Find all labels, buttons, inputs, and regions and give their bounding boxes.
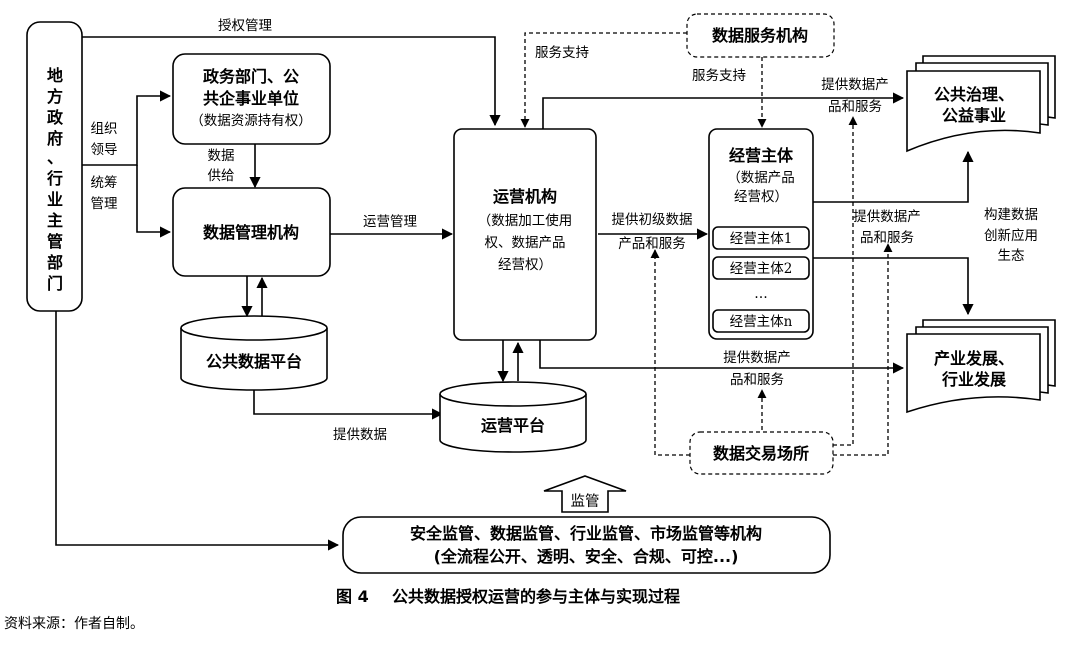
local-government-node: 地 方 政 府 、 行 业 主 管 部 门 <box>26 21 83 312</box>
provide-top-label: 提供数据产 <box>821 77 889 93</box>
business-line2: 经营权） <box>734 188 788 205</box>
data-supply-label: 供给 <box>208 168 235 184</box>
op-platform-label: 运营平台 <box>481 416 545 435</box>
business-item-box <box>712 226 810 250</box>
local-gov-char: 府 <box>47 129 63 148</box>
source-note: 资料来源：作者自制。 <box>4 616 144 632</box>
edge-exchange-top <box>833 116 858 446</box>
public-platform-label: 公共数据平台 <box>206 352 302 371</box>
gov-units-line2: 共企事业单位 <box>203 89 299 108</box>
public-data-platform-node: 公共数据平台 <box>180 315 328 391</box>
ecosystem-label: 创新应用 <box>984 227 1038 244</box>
provide-mid-label: 品和服务 <box>860 230 914 246</box>
business-entity-node: 经营主体 （数据产品 经营权） 经营主体1 经营主体2 … 经营主体n <box>708 128 814 340</box>
ecosystem-label: 构建数据 <box>984 207 1038 223</box>
local-gov-char: 业 <box>47 190 63 209</box>
primary-products-label: 提供初级数据 <box>612 211 693 228</box>
operator-line2: 权、数据产品 <box>485 234 566 251</box>
industry-development-node: 产业发展、 行业发展 <box>906 319 1056 414</box>
edge-exchange-mid <box>833 243 893 456</box>
provide-data-label: 提供数据 <box>333 427 387 443</box>
edge-coordinate <box>136 165 172 238</box>
operator-line3: 经营权） <box>498 256 552 273</box>
gov-units-line3: （数据资源持有权） <box>190 112 312 129</box>
public-governance-node: 公共治理、 公益事业 <box>906 55 1056 153</box>
edge-operator-to-industry <box>539 340 905 374</box>
business-line1: （数据产品 <box>727 170 795 186</box>
local-gov-char: 管 <box>47 232 63 251</box>
service-support-right-label: 服务支持 <box>692 68 746 84</box>
operator-line1: （数据加工使用 <box>478 212 573 229</box>
public-gov-line1: 公共治理、 <box>934 85 1014 104</box>
edge-organize <box>82 90 172 166</box>
coordinate-label: 管理 <box>91 196 118 212</box>
figure-title: 公共数据授权运营的参与主体与实现过程 <box>392 587 680 606</box>
public-gov-line2: 公益事业 <box>942 106 1006 125</box>
edge-exchange-primary <box>650 249 690 456</box>
data-supply-label: 数据 <box>208 148 235 164</box>
organize-label: 组织 <box>91 121 118 137</box>
business-title: 经营主体 <box>729 146 794 165</box>
authorization-label: 授权管理 <box>218 17 272 34</box>
operation-platform-node: 运营平台 <box>439 381 587 453</box>
local-gov-char: 行 <box>46 169 63 188</box>
local-gov-char: 方 <box>47 87 63 106</box>
provide-mid-label: 提供数据产 <box>853 209 921 225</box>
industry-line2: 行业发展 <box>941 370 1007 389</box>
primary-products-label: 产品和服务 <box>618 236 686 252</box>
local-gov-char: 、 <box>47 148 63 167</box>
business-item-box <box>712 309 810 333</box>
provide-bottom-label: 品和服务 <box>730 372 784 388</box>
provide-top-label: 品和服务 <box>828 99 882 115</box>
edge-business-to-public <box>813 150 974 203</box>
business-item-ellipsis: … <box>754 286 768 302</box>
supervision-line1: 安全监管、数据监管、行业监管、市场监管等机构 <box>410 524 762 543</box>
local-gov-char: 门 <box>47 274 63 293</box>
edge-business-to-industry <box>813 257 974 316</box>
supervision-line2: (全流程公开、透明、安全、合规、可控...) <box>434 547 739 566</box>
edge-provide-data <box>253 390 444 420</box>
data-service-org-node: 数据服务机构 <box>686 13 835 58</box>
operator-node: 运营机构 （数据加工使用 权、数据产品 经营权） <box>453 128 597 341</box>
service-support-left-label: 服务支持 <box>535 45 589 61</box>
business-item: 经营主体n <box>730 314 793 330</box>
coordinate-label: 统筹 <box>91 174 118 191</box>
supervision-block-arrow: 监管 <box>543 475 627 513</box>
ops-mgmt-label: 运营管理 <box>363 214 417 230</box>
ecosystem-label: 生态 <box>998 248 1025 264</box>
exchange-label: 数据交易场所 <box>713 444 809 463</box>
figure-number: 图 4 <box>336 587 369 606</box>
provide-bottom-label: 提供数据产 <box>723 350 791 366</box>
gov-units-node: 政务部门、公 共企事业单位 （数据资源持有权） <box>172 53 331 145</box>
business-item: 经营主体1 <box>730 231 793 247</box>
data-management-node: 数据管理机构 <box>172 187 331 277</box>
edge-gov-to-supervision <box>55 311 340 551</box>
local-gov-char: 地 <box>47 66 63 85</box>
edge-service-support-left <box>520 32 687 128</box>
edge-operator-to-public <box>542 92 905 129</box>
supervision-arrow-label: 监管 <box>571 493 600 510</box>
data-mgmt-label: 数据管理机构 <box>203 223 299 242</box>
data-exchange-node: 数据交易场所 <box>689 431 834 475</box>
supervision-node: 安全监管、数据监管、行业监管、市场监管等机构 (全流程公开、透明、安全、合规、可… <box>342 516 831 574</box>
business-item: 经营主体2 <box>730 261 793 277</box>
service-org-label: 数据服务机构 <box>712 26 808 45</box>
operator-title: 运营机构 <box>493 187 557 206</box>
organize-label: 领导 <box>91 142 118 158</box>
edge-authorization <box>82 36 501 127</box>
business-item-box <box>712 256 810 280</box>
industry-line1: 产业发展、 <box>934 349 1014 368</box>
local-gov-char: 主 <box>47 211 63 230</box>
gov-units-line1: 政务部门、公 <box>203 67 299 86</box>
local-gov-char: 政 <box>47 108 64 127</box>
local-gov-char: 部 <box>47 253 63 272</box>
